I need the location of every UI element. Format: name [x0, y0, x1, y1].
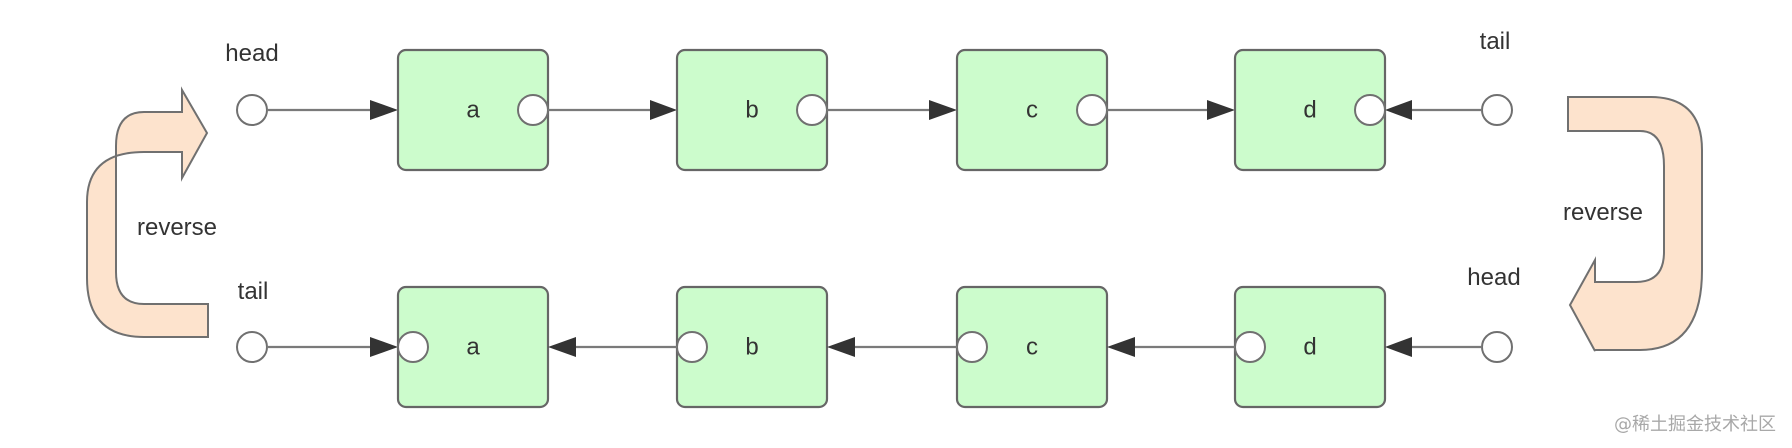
- top-node-a-label: a: [466, 96, 480, 123]
- top-tail-arrowhead: [1385, 100, 1412, 120]
- bottom-node-b-next-pointer: [676, 331, 708, 363]
- top-node-a-next-pointer: [517, 94, 549, 126]
- bottom-tail-arrowhead: [370, 337, 398, 357]
- right-reverse-arrow: [1567, 96, 1703, 352]
- bottom-arrowhead-c-b: [827, 337, 855, 357]
- bottom-head-pointer: [1481, 331, 1513, 363]
- bottom-node-c-next-pointer: [956, 331, 988, 363]
- top-head-pointer: [236, 94, 268, 126]
- top-node-d-next-pointer: [1354, 94, 1386, 126]
- bottom-head-arrowhead: [1385, 337, 1412, 357]
- top-node-c-label: c: [1026, 96, 1038, 123]
- bottom-node-d-next-pointer: [1234, 331, 1266, 363]
- bottom-node-a-next-pointer: [397, 331, 429, 363]
- top-head-arrowhead: [370, 100, 398, 120]
- bottom-head-label: head: [1467, 264, 1520, 291]
- top-node-b-next-pointer: [796, 94, 828, 126]
- top-tail-label: tail: [1480, 28, 1511, 55]
- bottom-arrowhead-d-c: [1107, 337, 1135, 357]
- top-arrowhead-c-d: [1207, 100, 1235, 120]
- top-node-c-next-pointer: [1076, 94, 1108, 126]
- bottom-node-d-label: d: [1303, 333, 1316, 360]
- bottom-node-a-label: a: [466, 333, 480, 360]
- top-head-label: head: [225, 40, 278, 67]
- left-reverse-label: reverse: [137, 214, 217, 241]
- right-reverse-label: reverse: [1563, 199, 1643, 226]
- bottom-tail-label: tail: [238, 278, 269, 305]
- watermark: @稀土掘金技术社区: [1614, 414, 1776, 435]
- bottom-arrowhead-b-a: [548, 337, 576, 357]
- bottom-node-c-label: c: [1026, 333, 1038, 360]
- top-node-d-label: d: [1303, 96, 1316, 123]
- top-arrowhead-b-c: [929, 100, 957, 120]
- top-arrowhead-a-b: [650, 100, 677, 120]
- bottom-tail-pointer: [236, 331, 268, 363]
- top-node-b-label: b: [745, 96, 758, 123]
- left-reverse-arrow: [86, 86, 209, 338]
- bottom-node-b-label: b: [745, 333, 758, 360]
- top-tail-pointer: [1481, 94, 1513, 126]
